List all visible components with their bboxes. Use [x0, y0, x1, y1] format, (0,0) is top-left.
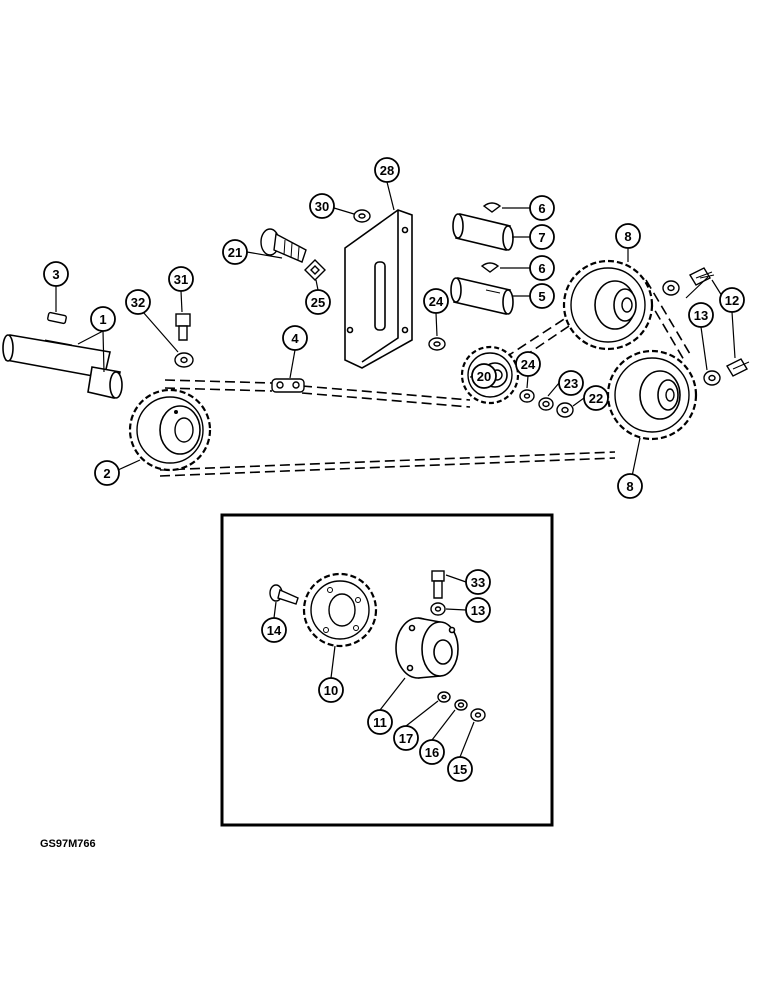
chain-link-part-4: [271, 378, 305, 393]
callout-28: 28: [380, 163, 394, 178]
callout-12: 12: [725, 293, 739, 308]
washer-part-17: [437, 691, 451, 703]
callout-33: 33: [471, 575, 485, 590]
sprocket-part-8-upper: [562, 259, 654, 351]
sprocket-part-2: [128, 388, 212, 472]
shaft-part-5: [450, 277, 514, 315]
callout-6-lower: 6: [538, 261, 545, 276]
bolt-part-12-upper: [689, 267, 715, 286]
callout-31: 31: [174, 272, 188, 287]
callout-32: 32: [131, 295, 145, 310]
nut-part-22: [556, 402, 574, 418]
callout-22: 22: [589, 391, 603, 406]
callout-10: 10: [324, 683, 338, 698]
bracket-part-28: [344, 209, 413, 369]
bolt-part-12-lower: [726, 358, 750, 377]
callout-8-upper: 8: [624, 229, 631, 244]
callout-20: 20: [477, 369, 491, 384]
washer-part-23: [538, 397, 554, 411]
callouts: [43, 157, 745, 782]
callout-15: 15: [453, 762, 467, 777]
nut-part-13-inset: [430, 602, 446, 616]
callout-labels: 3 1 2 32 31 4 21 25 28 30 24 6 7 6 5 8 1…: [52, 163, 739, 777]
callout-23: 23: [564, 376, 578, 391]
bolt-part-21: [260, 228, 307, 263]
callout-24-upper: 24: [429, 294, 444, 309]
callout-17: 17: [399, 731, 413, 746]
callout-6-upper: 6: [538, 201, 545, 216]
nut-part-15: [470, 708, 486, 722]
key-part-6b: [480, 262, 500, 273]
callout-8-lower: 8: [626, 479, 633, 494]
callout-16: 16: [425, 745, 439, 760]
key-part-6a: [482, 202, 502, 213]
sprocket-part-8-lower: [606, 349, 698, 441]
washer-part-25: [304, 259, 326, 281]
bolt-part-14: [269, 584, 299, 605]
callout-11: 11: [373, 715, 387, 730]
callout-7: 7: [538, 230, 545, 245]
key-part-3: [47, 311, 67, 325]
callout-13-inset: 13: [471, 603, 485, 618]
callout-24-lower: 24: [521, 357, 536, 372]
nut-part-13-lower: [703, 370, 721, 386]
callout-5: 5: [538, 289, 545, 304]
detail-inset: [220, 513, 554, 827]
bolt-part-31: [175, 313, 191, 341]
callout-25: 25: [311, 295, 325, 310]
shaft-part-7: [452, 213, 514, 251]
callout-4: 4: [291, 331, 299, 346]
callout-3: 3: [52, 267, 59, 282]
nut-part-32: [174, 352, 194, 368]
shaft-part-1: [2, 334, 123, 399]
figure-code: GS97M766: [40, 838, 96, 850]
callout-1: 1: [99, 312, 106, 327]
washer-part-30: [353, 209, 371, 223]
callout-21: 21: [228, 245, 242, 260]
sprocket-part-10: [302, 572, 378, 648]
washer-part-16: [454, 699, 468, 711]
nut-part-13-upper: [662, 280, 680, 296]
washer-part-24b: [519, 389, 535, 403]
bolt-part-33: [431, 570, 445, 599]
washer-part-24a: [428, 337, 446, 351]
callout-13-upper: 13: [694, 308, 708, 323]
hub-part-11: [395, 617, 459, 679]
callout-2: 2: [103, 466, 110, 481]
callout-30: 30: [315, 199, 329, 214]
callout-14: 14: [267, 623, 282, 638]
